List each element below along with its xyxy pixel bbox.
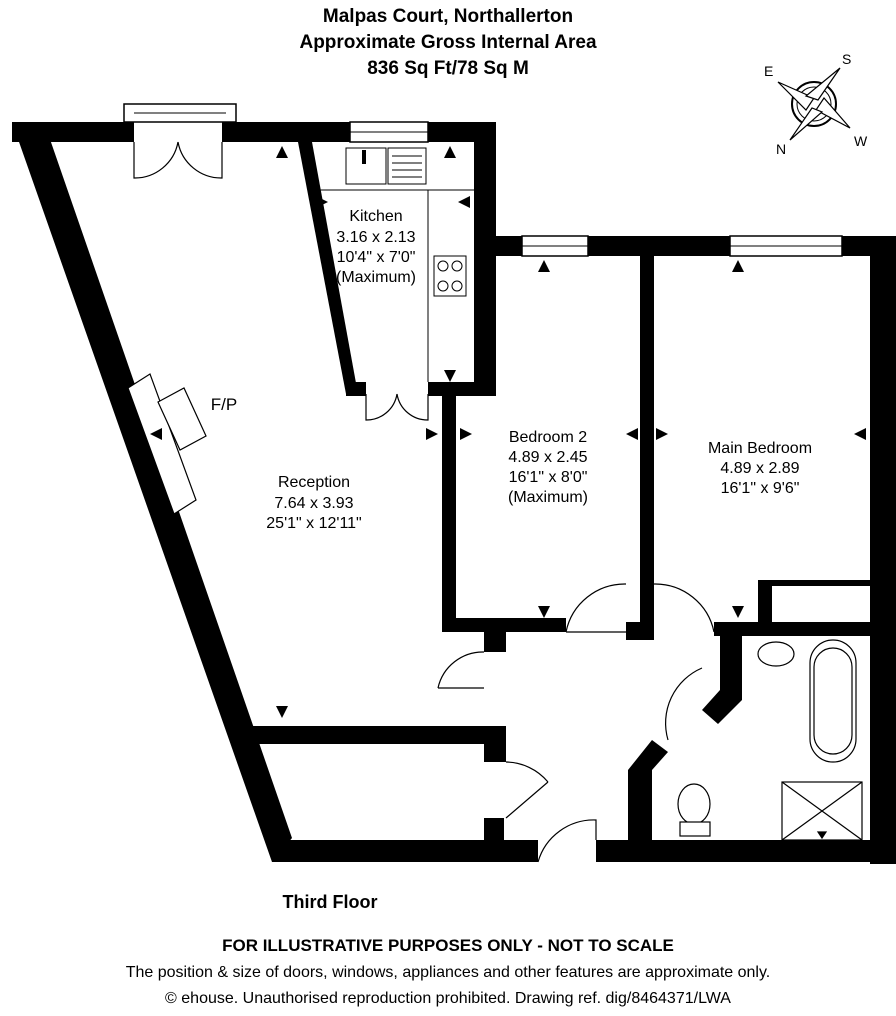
wardrobe-top [758,580,870,586]
main-bedroom-imperial: 16'1" x 9'6" [721,480,800,497]
kitchen-metric: 3.16 x 2.13 [336,229,415,246]
compass-west: W [854,133,868,149]
compass-north: N [776,141,786,157]
fireplace-icon [127,373,207,515]
kitchen-bottom-left [346,382,366,396]
kitchen-note: (Maximum) [336,269,416,286]
hob-icon [433,255,467,297]
bath-inner [813,647,853,755]
bathroom-wall-upper [702,636,742,724]
bedroom2-imperial: 16'1" x 8'0" [509,469,588,486]
dimension-arrows [150,146,866,718]
east-wall [870,236,896,864]
basin-icon [757,641,795,667]
toilet-icon [677,783,711,825]
bedroom-top-wall-a [474,236,522,256]
drainer-icon [387,147,427,185]
compass-south: S [842,51,851,67]
reception-metric: 7.64 x 3.93 [274,495,353,512]
bathroom-fixtures [677,639,863,841]
main-bedroom-name: Main Bedroom [708,440,812,457]
plan-subtitle: Approximate Gross Internal Area [299,32,597,53]
doors [133,141,715,863]
plan-title: Malpas Court, Northallerton [322,6,574,27]
disclaimer: FOR ILLUSTRATIVE PURPOSES ONLY - NOT TO … [222,936,674,955]
kitchen-west-wall [298,142,358,394]
kitchen-name: Kitchen [349,208,402,225]
store-right-stub [484,818,504,840]
kitchen-imperial: 10'4" x 7'0" [337,249,416,266]
kitchen-units [312,147,474,382]
fireplace-label: F/P [211,395,237,414]
reception-name: Reception [278,474,350,491]
tap-icon [362,150,366,164]
reception-imperial: 25'1" x 12'11" [266,515,361,532]
bedroom2-metric: 4.89 x 2.45 [508,449,587,466]
bottom-wall-b [596,840,896,862]
compass-icon: E S W N [764,51,868,157]
bedroom2-bottom-wall [442,618,566,632]
plan-area: 836 Sq Ft/78 Sq M [367,58,529,79]
top-wall-b [222,122,350,142]
partition-stub [626,622,654,640]
bedroom2-name: Bedroom 2 [509,429,587,446]
floor-name: Third Floor [282,892,378,912]
main-bedroom-metric: 4.89 x 2.89 [720,460,799,477]
walls [12,122,896,864]
bathroom-top-wall [714,622,874,636]
bedroom-partition [640,256,654,632]
store-top-wall [252,726,506,744]
wardrobe-side [758,580,772,626]
bathroom-wall-lower [628,740,668,842]
west-wall [12,122,292,862]
hall-stub-a [484,632,506,652]
features-note: The position & size of doors, windows, a… [125,964,771,981]
bottom-wall-a [272,840,538,862]
sink-icon [345,147,387,185]
kitchen-bottom-right [428,382,496,396]
bedroom2-west-wall [442,382,456,632]
kitchen-east-wall [474,122,496,394]
bedroom-top-wall-b [588,236,730,256]
cistern-icon [679,821,711,837]
top-wall-a [12,122,134,142]
window-glazing [134,112,842,247]
bedroom2-note: (Maximum) [508,489,588,506]
compass-east: E [764,63,773,79]
copyright: © ehouse. Unauthorised reproduction proh… [165,990,731,1007]
